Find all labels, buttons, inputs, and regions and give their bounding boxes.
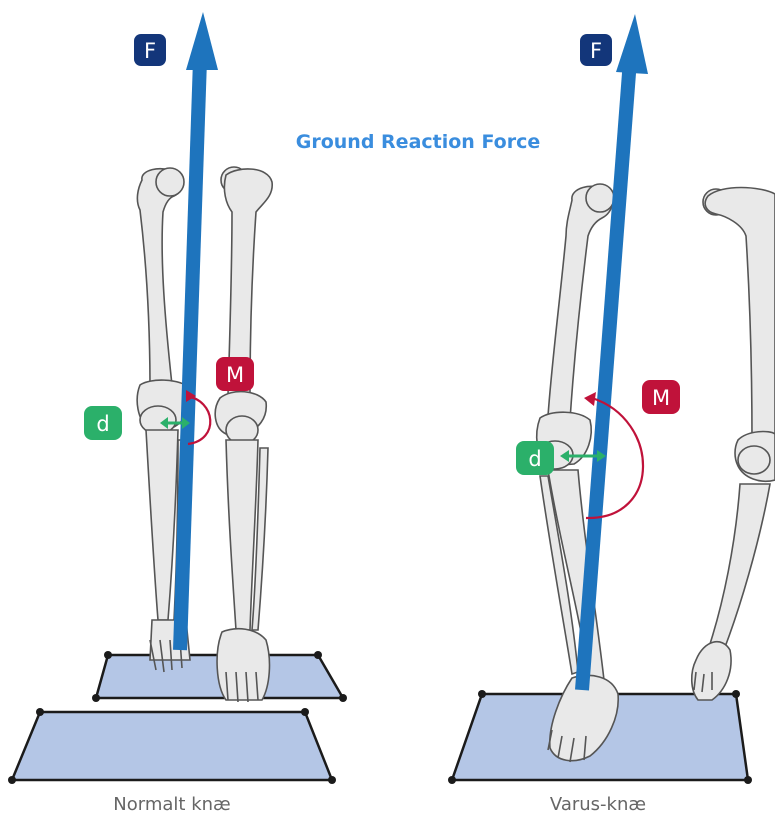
force-label-normal: F	[144, 39, 156, 63]
distance-label-normal: d	[96, 412, 109, 436]
moment-label-varus: M	[652, 386, 670, 410]
distance-label-varus: d	[528, 447, 541, 471]
distance-badge-normal: d	[84, 406, 122, 440]
force-plate-front-left	[8, 708, 336, 784]
distance-badge-varus: d	[516, 441, 554, 475]
force-badge-varus: F	[580, 34, 612, 66]
force-arrow-normal	[180, 12, 218, 650]
leg-skeleton-varus-right-partial	[692, 188, 775, 701]
force-badge-normal: F	[134, 34, 166, 66]
force-label-varus: F	[590, 39, 602, 63]
moment-badge-normal: M	[216, 357, 254, 391]
moment-label-normal: M	[226, 363, 244, 387]
moment-badge-varus: M	[642, 380, 680, 414]
diagram-title: Ground Reaction Force	[296, 131, 540, 153]
caption-normal-knee: Normalt knæ	[113, 794, 230, 815]
caption-varus-knee: Varus-knæ	[550, 794, 646, 815]
leg-skeleton-normal-right	[215, 167, 272, 702]
force-arrow-varus	[582, 14, 648, 690]
